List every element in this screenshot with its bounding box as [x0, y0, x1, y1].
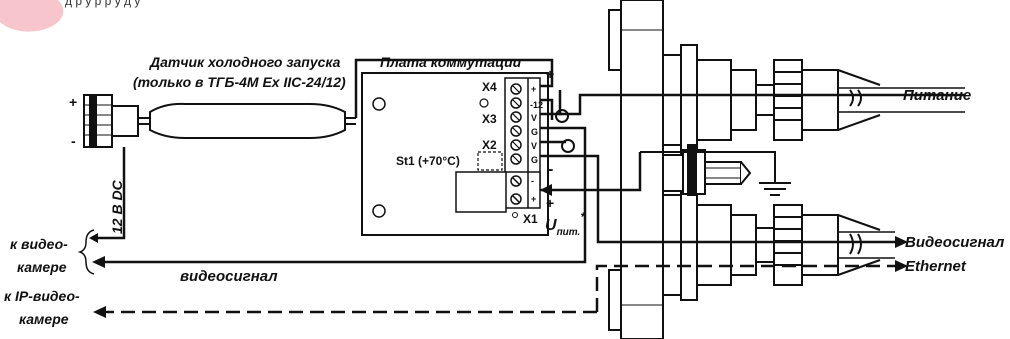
- ground-symbol: [640, 151, 791, 196]
- supply-arrowhead: [540, 184, 552, 196]
- to-ipcamera-line2: камере: [19, 311, 69, 327]
- term-x4-plus: +: [531, 84, 536, 94]
- term-x1-minus: -: [531, 176, 534, 186]
- lower-cable-gland: [662, 189, 895, 301]
- st1-label: St1 (+70°С): [396, 154, 460, 168]
- camera-brace: [77, 229, 95, 275]
- board-plus-top: +: [546, 66, 554, 82]
- board-hole-top: [372, 97, 386, 111]
- term-x3-g: G: [531, 127, 538, 137]
- sensor-title-line2: (только в ТГБ-4М Ex IIC-24/12): [133, 74, 346, 90]
- ethernet-label: Ethernet: [905, 258, 967, 275]
- x3-label: X3: [482, 112, 497, 126]
- board-minus-mid: -: [548, 161, 553, 178]
- pink-corner-mark: [0, 0, 64, 32]
- u-sub: пит.: [557, 227, 581, 238]
- sensor-title-line1: Датчик холодного запуска: [149, 54, 341, 70]
- term-x3-v: V: [531, 113, 537, 123]
- u-main: U: [545, 217, 557, 234]
- thermostat-st1: [477, 151, 503, 171]
- x2-label: X2: [482, 138, 497, 152]
- x1-label: X1: [523, 212, 538, 226]
- board-indicator-circle: [479, 98, 489, 108]
- video-signal-low-label: видеосигнал: [180, 268, 278, 285]
- u-supply-label: Uпит. *: [545, 210, 586, 238]
- term-x2-g: G: [531, 155, 538, 165]
- x1-pin-hole: [512, 212, 518, 218]
- term-x1-plus: +: [531, 194, 536, 204]
- board-plus-bottom: +: [546, 195, 554, 211]
- power-label: Питание: [903, 87, 971, 104]
- term-x4-12: -12: [530, 100, 543, 110]
- board-title: Плата коммутации: [380, 54, 522, 70]
- sensor-minus-label: -: [71, 133, 76, 149]
- video-signal-label: Видеосигнал: [905, 234, 1005, 251]
- u-star: *: [580, 210, 586, 224]
- to-camera-line2: камере: [17, 259, 67, 275]
- ethernet-lines: [106, 264, 895, 314]
- board-hole-bottom: [372, 204, 386, 218]
- upper-cable-gland: [662, 44, 965, 156]
- housing-flange: [608, 0, 664, 339]
- to-ipcamera-line1: к IP-видео-: [4, 288, 80, 304]
- ground-bolt: [662, 144, 752, 196]
- supply-12v-label: 12 В DC: [109, 179, 125, 234]
- top-caption-fragment: д р у р р у д у: [65, 0, 141, 8]
- terminal-block: [504, 77, 541, 209]
- wiring: [98, 58, 965, 264]
- x4-label: X4: [482, 80, 497, 94]
- connector-x1-body: [455, 171, 507, 213]
- to-camera-line1: к видео-: [10, 236, 68, 252]
- arrowheads: [89, 233, 908, 318]
- cold-start-sensor: [83, 94, 356, 148]
- term-x2-v: V: [531, 141, 537, 151]
- sensor-plus-label: +: [69, 94, 77, 110]
